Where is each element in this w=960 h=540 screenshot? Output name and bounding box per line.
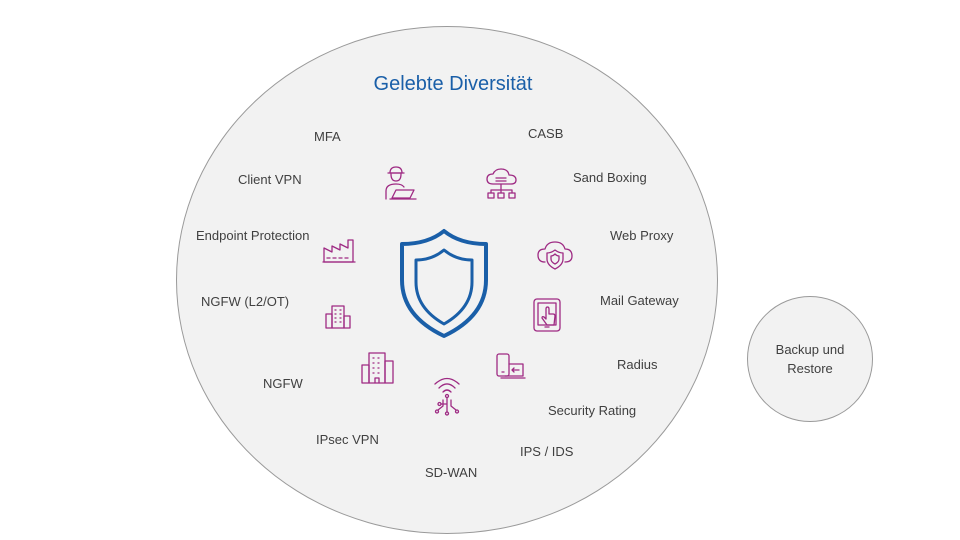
cloud-shield-icon	[537, 241, 573, 270]
shield-icon	[400, 229, 488, 338]
label-endpoint-protection: Endpoint Protection	[196, 228, 310, 243]
label-client-vpn: Client VPN	[238, 172, 302, 187]
label-sand-boxing: Sand Boxing	[573, 170, 647, 185]
backup-restore-line1: Backup und	[775, 342, 845, 357]
engineer-laptop-icon	[385, 166, 417, 200]
backup-restore-label: Backup und Restore	[760, 340, 860, 378]
label-ngfw-l2ot: NGFW (L2/OT)	[201, 294, 290, 309]
factory-icon	[322, 239, 356, 263]
label-radius: Radius	[617, 357, 658, 372]
label-mail-gateway: Mail Gateway	[600, 293, 679, 308]
label-web-proxy: Web Proxy	[610, 228, 674, 243]
main-circle	[176, 26, 718, 534]
tablet-touch-icon	[533, 298, 561, 332]
city-building-icon	[361, 352, 394, 384]
diagram-title: Gelebte Diversität	[373, 73, 533, 95]
devices-icon	[496, 353, 526, 379]
cloud-network-icon	[486, 168, 517, 199]
label-ips-ids: IPS / IDS	[520, 444, 574, 459]
label-mfa: MFA	[314, 129, 341, 144]
backup-restore-line2: Restore	[787, 361, 833, 376]
office-building-icon	[325, 305, 351, 329]
wireless-circuit-icon	[434, 377, 460, 416]
backup-restore-circle: Backup und Restore	[747, 296, 873, 422]
label-casb: CASB	[528, 126, 564, 141]
label-ngfw: NGFW	[263, 376, 303, 391]
label-ipsec-vpn: IPsec VPN	[316, 432, 379, 447]
label-security-rating: Security Rating	[548, 403, 637, 418]
label-sd-wan: SD-WAN	[425, 465, 478, 480]
